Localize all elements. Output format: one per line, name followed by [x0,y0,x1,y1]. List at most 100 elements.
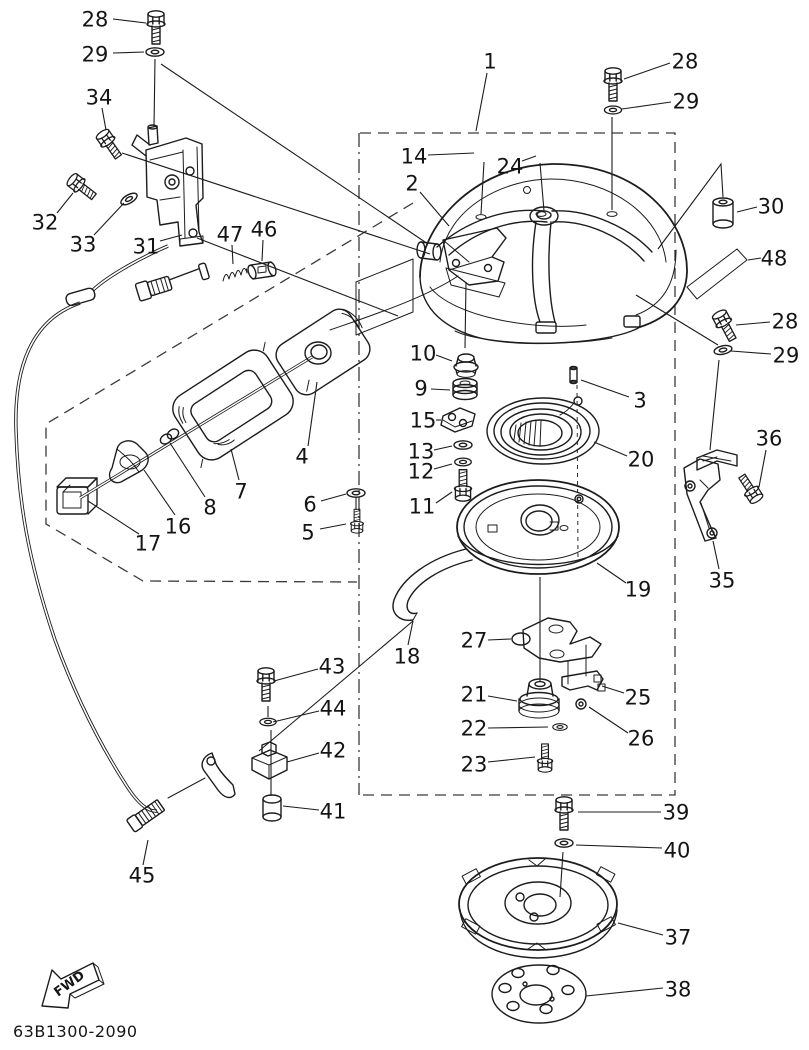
callout-29: 29 [82,43,109,67]
starter-rope-18 [392,548,473,621]
callout-30: 30 [758,195,785,219]
cable-clamp-42 [251,741,288,780]
drive-plate-38 [491,964,587,1024]
bolt-43 [256,667,276,702]
leader-line-27 [487,638,512,641]
callout-7: 7 [234,480,247,504]
handle-shaft [79,355,313,500]
cable-link-lever [201,752,236,799]
leader-line-41 [282,805,320,811]
leader-line-18 [407,620,414,646]
leader-line-29 [621,101,672,110]
lock-lever-35 [683,449,738,542]
callout-16: 16 [165,515,192,539]
rope-to-housing [329,275,459,331]
clip-plate-15 [440,407,476,433]
bolt-28-top-left [146,10,166,45]
callout-31: 31 [133,235,160,259]
rope-guide-anchor-17 [56,477,98,515]
bolt-11 [453,468,473,502]
callout-28: 28 [772,310,799,334]
callout-20: 20 [628,448,655,472]
callout-8: 8 [203,496,216,520]
bolt-32 [64,170,100,204]
leader-line-35 [712,540,720,570]
callout-13: 13 [408,440,435,464]
sheave-drum-19 [456,479,620,575]
washer-29-top-right [603,105,623,115]
collar-8 [159,428,180,445]
callout-24: 24 [497,155,524,179]
leader-line-17 [87,500,140,535]
plate-48 [686,248,748,300]
leader-line-20 [593,441,628,457]
callout-14: 14 [401,145,428,169]
leader-line-48 [747,257,762,261]
grommet-10 [453,353,479,378]
leader-line-10 [435,354,453,362]
bolt-28-top-right [603,67,623,102]
leader-line-34 [101,107,107,131]
callout-15: 15 [410,409,437,433]
callout-4: 4 [295,445,308,469]
leader-line-21 [487,695,518,702]
callout-25: 25 [625,686,652,710]
callout-41: 41 [320,800,347,824]
callout-12: 12 [408,460,435,484]
bushing-30 [712,197,734,229]
callout-43: 43 [319,655,346,679]
leader-line-11 [435,491,453,504]
callout-2: 2 [405,172,418,196]
callout-17: 17 [135,532,162,556]
recoil-starter-housing [419,163,688,345]
bolt-23 [536,743,554,773]
alignment-axes [576,384,579,561]
cable-bracket-2 [416,227,507,298]
bushing-21 [518,678,560,719]
callout-19: 19 [625,578,652,602]
leader-line-33 [93,202,125,236]
leader-line-3 [580,379,630,398]
callout-39: 39 [663,801,690,825]
leader-line-32 [56,192,74,214]
leader-line-6 [320,493,347,502]
throttle-spring-47 [222,268,248,282]
washer-29-top-left [145,47,165,57]
leader-line-42 [286,752,320,763]
leader-line-13 [433,445,453,451]
callout-21: 21 [461,683,488,707]
callout-29: 29 [773,344,800,368]
leader-line-38 [585,987,664,997]
callout-27: 27 [461,629,488,653]
assembly-boundary-boxes [45,132,676,796]
callout-36: 36 [756,427,783,451]
callout-28: 28 [672,50,699,74]
leader-line-16 [143,469,176,516]
leader-line-1 [475,72,488,132]
leader-line-12 [433,463,453,470]
leader-line-47 [231,244,234,265]
callout-44: 44 [320,697,347,721]
leader-line-28 [623,62,671,80]
leader-line-28 [735,321,771,326]
collar-46 [247,261,277,280]
spacer-41 [262,794,282,822]
callout-42: 42 [320,739,347,763]
callout-28: 28 [82,8,109,32]
reflector-plate-left [355,258,414,336]
leader-line-26 [588,706,629,734]
bolt-34 [93,126,126,163]
leader-line-23 [487,756,536,763]
leader-line-30 [736,206,758,213]
callout-37: 37 [665,926,692,950]
callout-26: 26 [628,727,655,751]
starter-cup-37 [458,857,618,959]
callout-22: 22 [461,717,488,741]
callout-11: 11 [409,495,436,519]
drive-pawl-assembly-27 [511,617,602,685]
callout-45: 45 [129,864,156,888]
callout-40: 40 [664,839,691,863]
toggle-16 [108,440,149,484]
